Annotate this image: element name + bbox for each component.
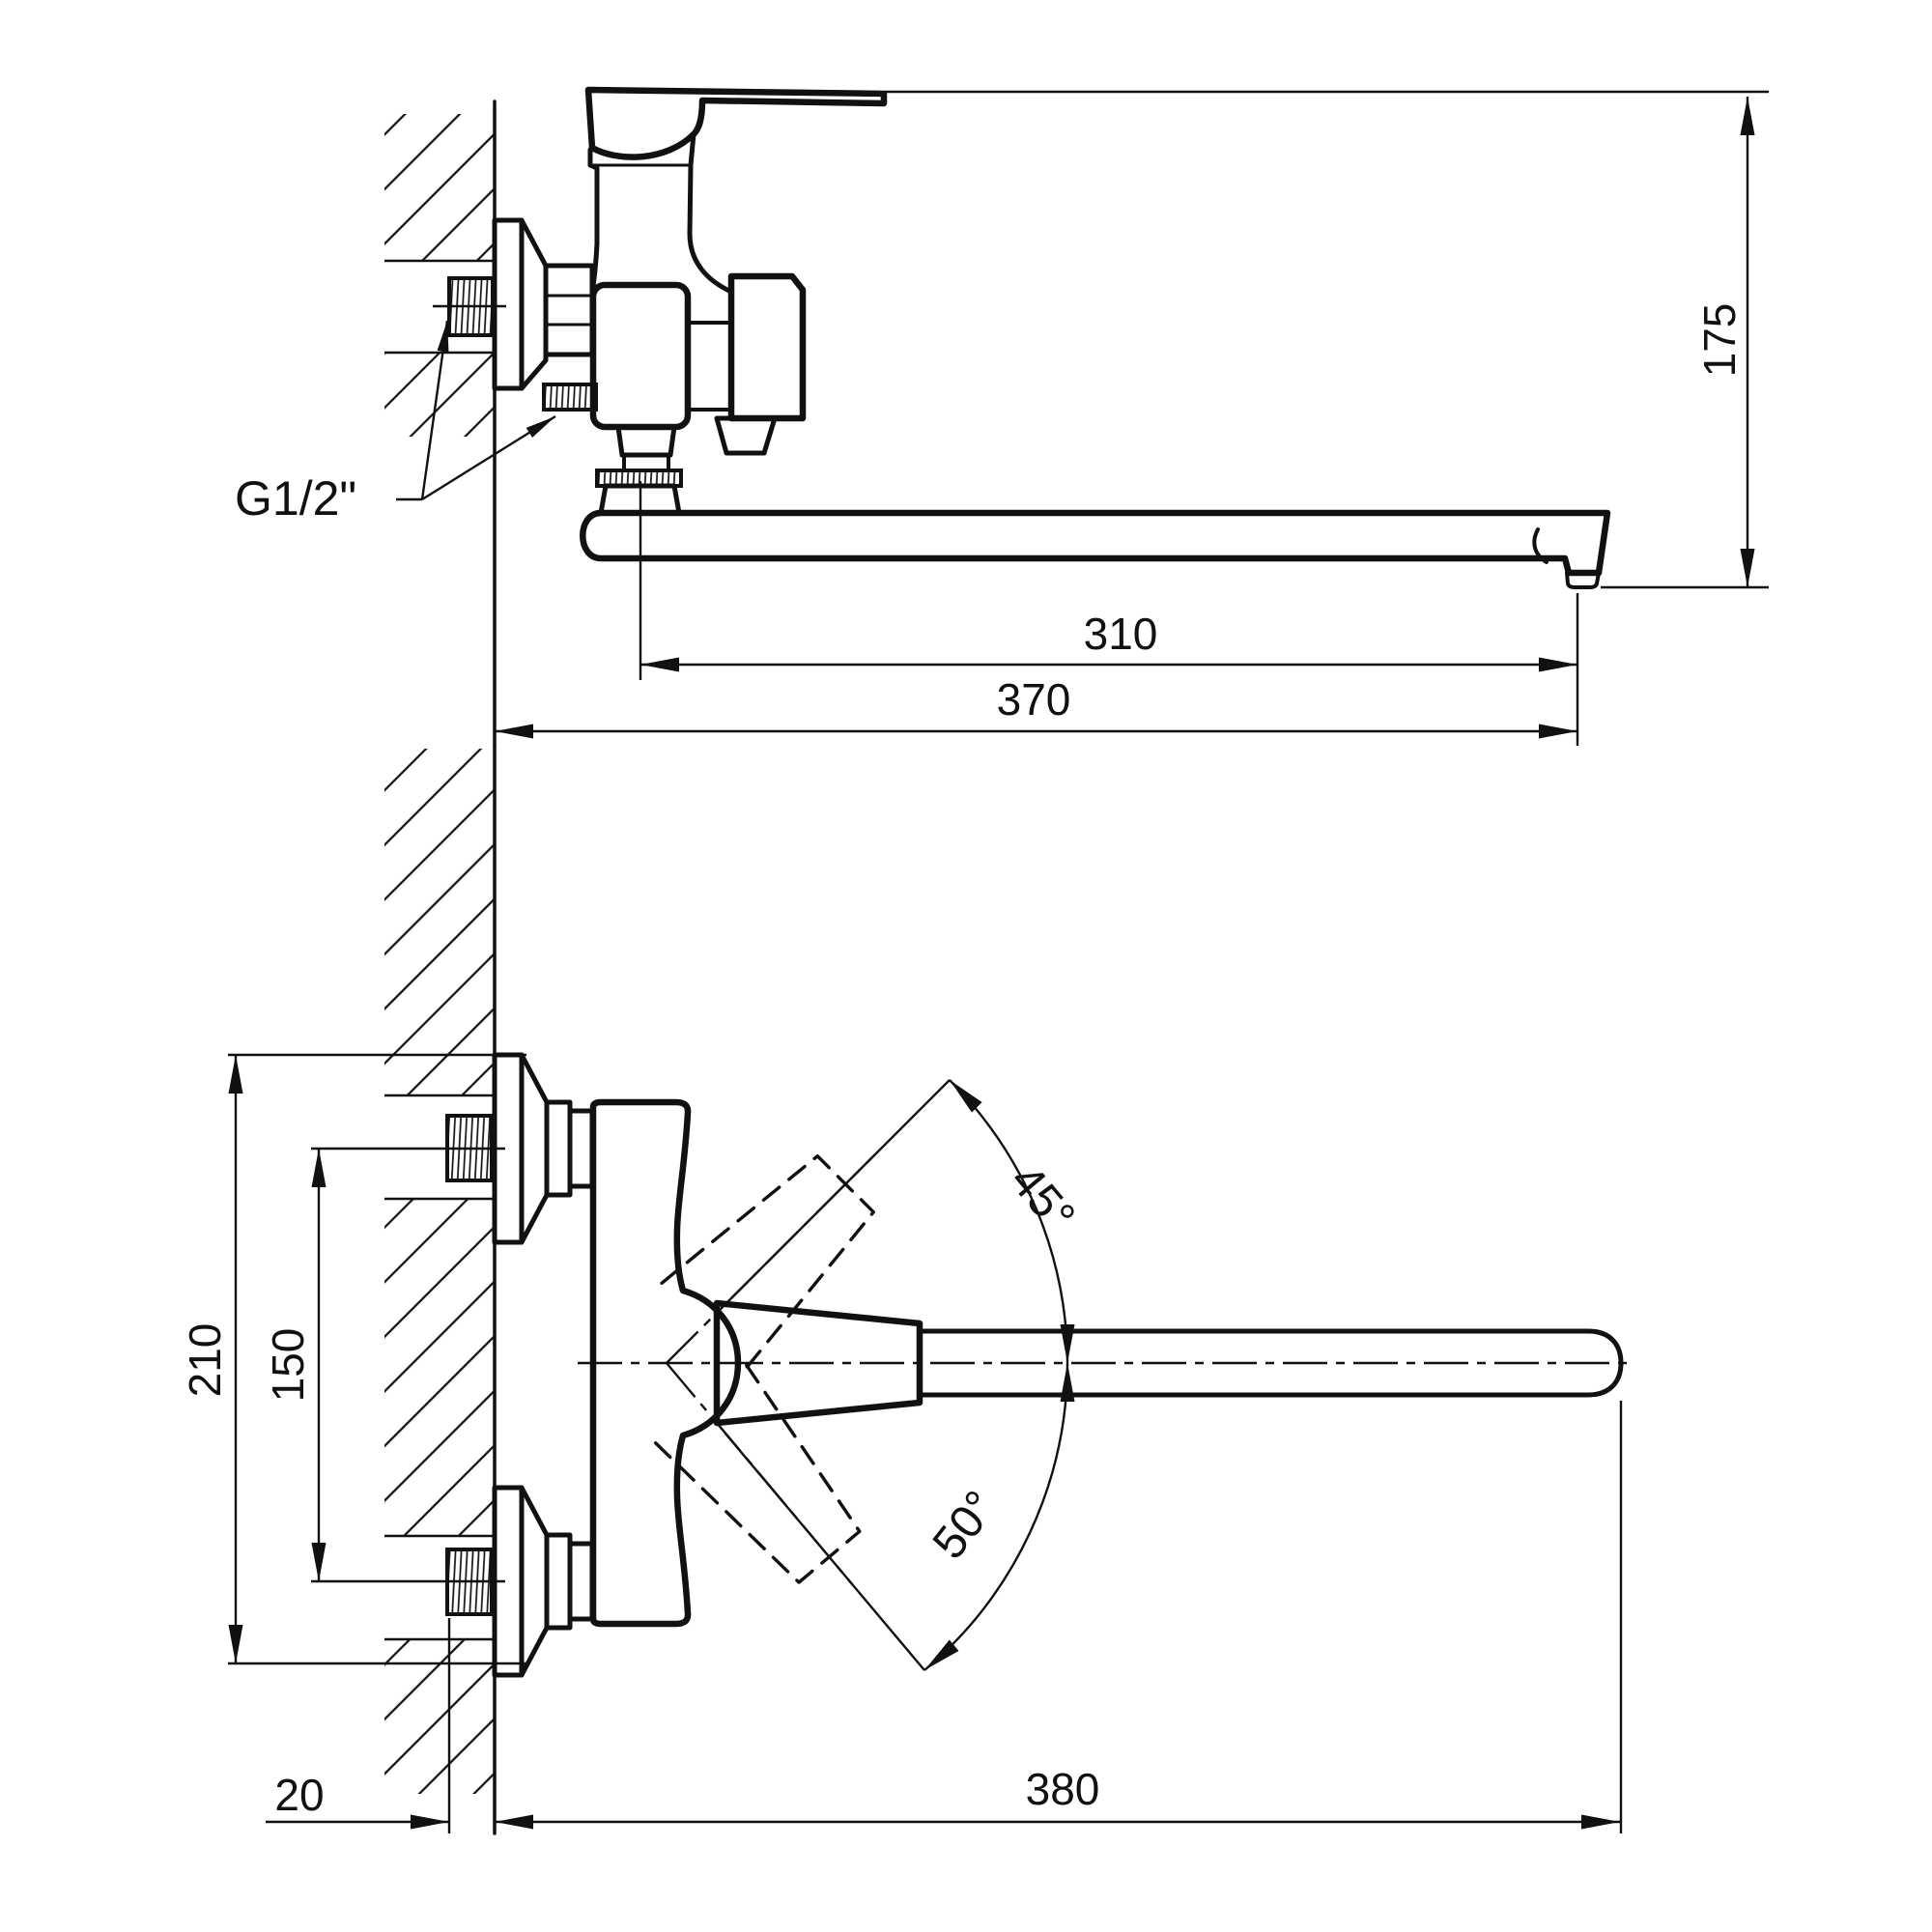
- spout-outline: [580, 509, 1611, 577]
- dim-150-label: 150: [263, 1328, 313, 1403]
- dimension-210: 210: [180, 1053, 526, 1665]
- arrow-right: [1539, 724, 1577, 739]
- arrow-up: [228, 1055, 243, 1094]
- escutcheon-ring1: [544, 1099, 573, 1198]
- arc-arrow-upper: [944, 1074, 982, 1113]
- dim-175-label: 175: [1694, 303, 1745, 378]
- threaded-stub-lower: [542, 383, 598, 412]
- supply-pipe-side: [433, 276, 598, 412]
- handle-grip: [713, 1299, 923, 1427]
- thread-callout: G1/2": [235, 320, 559, 526]
- faucet-body-side: [584, 86, 888, 516]
- escutcheon-cone: [519, 1485, 550, 1678]
- angle-ray-50: [724, 1433, 925, 1671]
- thread-size-label: G1/2": [235, 471, 356, 526]
- dimension-150: 150: [263, 1147, 505, 1583]
- escutcheon-cone: [519, 1052, 550, 1245]
- arrow-up: [311, 1149, 327, 1187]
- extension-lines: [311, 1147, 505, 1583]
- dim-370-label: 370: [997, 674, 1071, 724]
- arc-arrow-axis-lower: [1060, 1363, 1075, 1402]
- dimension-310: 310: [639, 481, 1579, 746]
- front-view: 45° 50° 210 150 20: [180, 744, 1634, 1835]
- body-stem-left: [587, 147, 600, 290]
- angle-50-label: 50°: [923, 1482, 1007, 1569]
- escutcheon-side: [492, 217, 595, 391]
- angle-45-label: 45°: [1000, 1155, 1084, 1242]
- wall-hatch-top: [384, 749, 495, 1095]
- dimension-380: 380: [495, 1401, 1623, 1833]
- escutcheon-ring2: [567, 1108, 595, 1189]
- escutcheon-front-top: [492, 1052, 595, 1245]
- extension-lines: [228, 1053, 526, 1665]
- collar-neck: [622, 453, 670, 472]
- escutcheon-ring1: [544, 1532, 573, 1631]
- dimension-370: 370: [495, 674, 1577, 739]
- spout-side: [580, 509, 1611, 589]
- arrow-right: [411, 1814, 449, 1830]
- wall-hatch-lower: [384, 353, 495, 437]
- arrow-up: [1740, 97, 1755, 135]
- spout-collar: [615, 424, 677, 458]
- spout-mouth-curve: [1532, 527, 1548, 564]
- side-view: 175 310 370 G1/2": [235, 86, 1769, 748]
- arrow-down: [228, 1625, 243, 1663]
- wall-section-front: [384, 744, 497, 1835]
- wall-hatch-bottom: [384, 1639, 495, 1794]
- wall-hatch-middle: [384, 1199, 495, 1536]
- arrow-right: [1539, 657, 1577, 672]
- angle-arc-50: [923, 1362, 1069, 1671]
- dim-20-label: 20: [274, 1770, 324, 1820]
- arrow-down: [311, 1543, 327, 1581]
- dim-310-label: 310: [1084, 609, 1158, 659]
- wall-gap-edges: [384, 1094, 495, 1641]
- leader-arrow-stub: [526, 411, 559, 439]
- dimension-20: 20: [266, 1618, 533, 1833]
- wall-section-side: [384, 99, 497, 748]
- escutcheon-flange: [492, 217, 525, 391]
- dim-380-label: 380: [1026, 1764, 1100, 1814]
- mounting-hex: [543, 263, 595, 357]
- arc-arrow-axis-upper: [1060, 1324, 1075, 1363]
- handle-front: [713, 1299, 923, 1427]
- outlet-neck-lines: [686, 321, 733, 412]
- handle-lever: [584, 86, 888, 160]
- angle-arc-45: [949, 1079, 1069, 1364]
- valve-body: [589, 281, 692, 431]
- escutcheon-front-bottom: [492, 1485, 595, 1678]
- shower-outlet-block: [727, 272, 807, 422]
- arrow-left: [495, 724, 533, 739]
- escutcheon-ring2: [567, 1541, 595, 1622]
- escutcheon-cone: [519, 217, 549, 391]
- wall-gap-edges: [384, 259, 495, 355]
- dim-210-label: 210: [180, 1323, 230, 1398]
- dimension-175: 175: [884, 90, 1769, 589]
- arrow-left: [640, 657, 679, 672]
- arrow-right: [1581, 1814, 1620, 1830]
- arrow-down: [1740, 549, 1755, 587]
- body-stem-right: [687, 131, 734, 295]
- aerator-tip: [1565, 571, 1601, 589]
- hex-facet-lines: [544, 294, 594, 327]
- angle-ray-45: [730, 1079, 951, 1299]
- wall-hatch-upper: [384, 114, 495, 261]
- shower-nipple: [714, 415, 778, 456]
